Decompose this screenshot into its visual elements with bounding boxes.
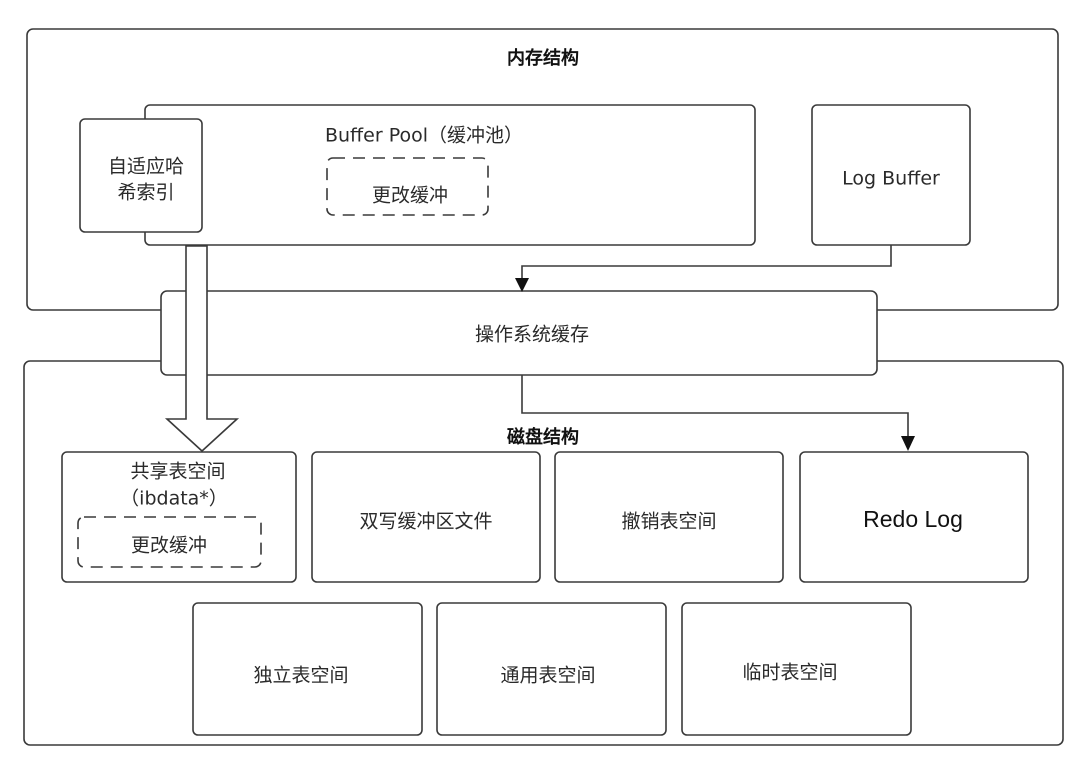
system-tablespace-label-line1: 共享表空间: [130, 461, 225, 483]
temporary-tablespace-box[interactable]: [681, 602, 912, 736]
buffer-pool-change-buffer[interactable]: [326, 157, 489, 216]
adaptive-hash-index-label-line2: 希索引: [117, 182, 174, 204]
system-tablespace-change-buffer[interactable]: [77, 516, 262, 568]
buffer-pool-change-buffer-label: 更改缓冲: [372, 185, 448, 207]
file-per-table-tablespace-box[interactable]: [192, 602, 423, 736]
general-tablespace-box[interactable]: [436, 602, 667, 736]
system-tablespace-change-buffer-label: 更改缓冲: [131, 535, 207, 557]
os-cache-to-redo-log-connector: [521, 375, 909, 440]
os-cache-box[interactable]: [160, 290, 878, 376]
undo-tablespace-box[interactable]: [554, 451, 784, 583]
log-buffer-label: Log Buffer: [842, 168, 940, 190]
redo-log-label: Redo Log: [863, 506, 963, 532]
redo-log-box[interactable]: [799, 451, 1029, 583]
system-tablespace-label-line2: （ibdata*）: [120, 488, 228, 510]
log-buffer-to-os-cache-connector: [521, 245, 892, 282]
doublewrite-buffer-box[interactable]: [311, 451, 541, 583]
arrowhead-down-icon: [901, 436, 915, 451]
undo-tablespace-label: 撤销表空间: [621, 511, 716, 533]
doublewrite-buffer-label: 双写缓冲区文件: [359, 511, 492, 533]
os-cache-label: 操作系统缓存: [475, 324, 589, 346]
temporary-tablespace-label: 临时表空间: [742, 662, 837, 684]
file-per-table-tablespace-label: 独立表空间: [253, 665, 348, 687]
adaptive-hash-index-box[interactable]: [79, 118, 203, 233]
disk-structure-title: 磁盘结构: [507, 426, 579, 448]
buffer-pool-to-system-tablespace-arrow-icon: [164, 245, 240, 453]
general-tablespace-label: 通用表空间: [500, 665, 595, 687]
adaptive-hash-index-label-line1: 自适应哈: [108, 156, 184, 178]
system-tablespace-box[interactable]: [61, 451, 297, 583]
buffer-pool-label: Buffer Pool（缓冲池）: [325, 125, 523, 147]
arrowhead-down-icon: [515, 278, 529, 292]
memory-structure-title: 内存结构: [507, 47, 579, 69]
